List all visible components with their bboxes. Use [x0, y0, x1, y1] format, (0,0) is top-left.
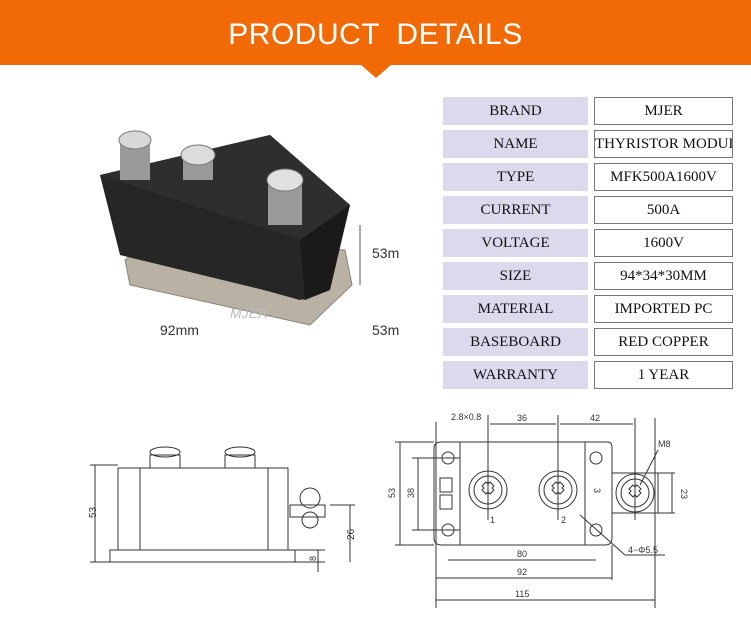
- dim-80: 80: [517, 549, 527, 559]
- spec-label: MATERIAL: [443, 295, 588, 323]
- dim-height: 53: [88, 506, 99, 518]
- dim-115: 115: [515, 589, 529, 599]
- dim-36: 36: [517, 413, 527, 423]
- watermark: MJER: [230, 305, 268, 321]
- page-title: PRODUCT DETAILS: [228, 18, 523, 51]
- top-view-drawing: 2.8×0.8 36 42 M8 53 38 23 1 2 3 80 92 11…: [387, 412, 689, 608]
- pin-3-label: 3: [592, 488, 602, 493]
- dim-base: 8: [308, 556, 318, 561]
- spec-value: 500A: [594, 196, 733, 224]
- spec-label: BASEBOARD: [443, 328, 588, 356]
- dim-holes: 4−Φ5.5: [628, 545, 658, 555]
- dim-38: 38: [406, 488, 416, 498]
- dim-m8: M8: [658, 439, 671, 449]
- spec-label: NAME: [443, 130, 588, 158]
- spec-value: 1 YEAR: [594, 361, 733, 389]
- dim-tab: 2.8×0.8: [451, 412, 481, 422]
- pin-2-label: 2: [561, 515, 566, 525]
- spec-label: VOLTAGE: [443, 229, 588, 257]
- spec-label: WARRANTY: [443, 361, 588, 389]
- pin-1-label: 1: [490, 515, 495, 525]
- terminal-bolt-icon: [118, 130, 152, 180]
- spec-label: SIZE: [443, 262, 588, 290]
- terminal-bolt-icon: [266, 168, 304, 225]
- spec-label: TYPE: [443, 163, 588, 191]
- length-label: 92mm: [160, 322, 199, 338]
- spec-value: 94*34*30MM: [594, 262, 733, 290]
- dim-53: 53: [387, 488, 397, 498]
- header-banner: [0, 0, 751, 65]
- spec-value: IMPORTED PC: [594, 295, 733, 323]
- spec-value: RED COPPER: [594, 328, 733, 356]
- dim-42: 42: [590, 413, 600, 423]
- width-label: 53mm: [372, 322, 400, 338]
- height-label: 53mm: [372, 245, 400, 261]
- product-photo: MJER 53mm 92mm 53mm: [100, 130, 400, 338]
- terminal-bolt-icon: [180, 144, 216, 180]
- spec-value: MFK500A1600V: [594, 163, 733, 191]
- dim-92: 92: [517, 567, 527, 577]
- dim-23: 23: [679, 489, 689, 499]
- dim-terminal: 26: [346, 528, 357, 540]
- spec-value: THYRISTOR MODULE: [594, 130, 733, 158]
- spec-value: 1600V: [594, 229, 733, 257]
- spec-value: MJER: [594, 97, 733, 125]
- spec-label: BRAND: [443, 97, 588, 125]
- side-view-drawing: 53 26 8: [88, 446, 357, 572]
- banner-notch: [360, 64, 392, 78]
- spec-label: CURRENT: [443, 196, 588, 224]
